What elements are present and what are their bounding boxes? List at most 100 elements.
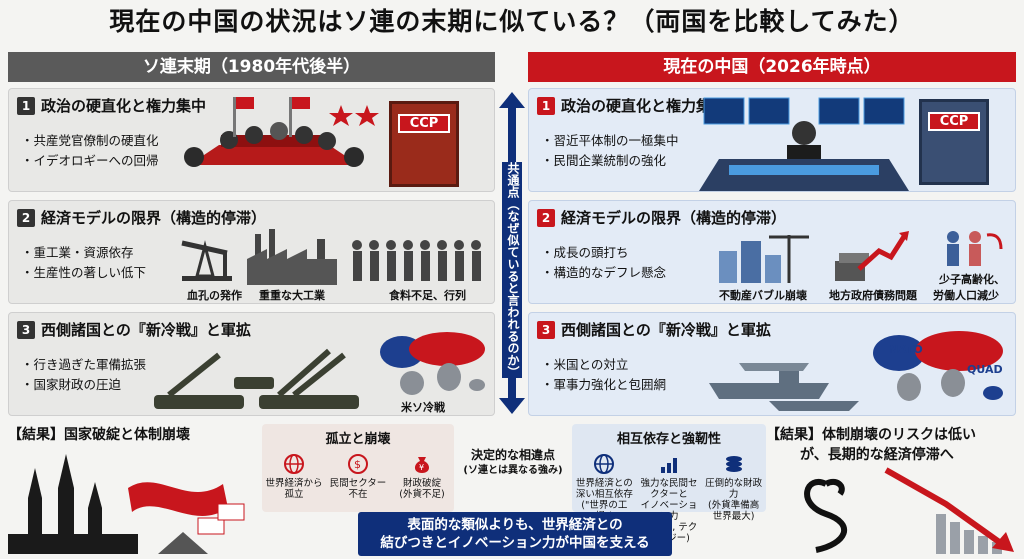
oil-pump-icon xyxy=(181,240,232,281)
building-crane-icon xyxy=(719,235,809,283)
bread-queue-icon xyxy=(352,240,481,281)
money-icon: $ xyxy=(348,454,368,474)
china-economy-panel: 2 経済モデルの限界（構造的停滞） 成長の頭打ち 構造的なデフレ懸念 不動産バブ… xyxy=(528,200,1016,304)
caption: 重重な大工業 xyxy=(259,289,325,302)
caption: 食料不足、行列 xyxy=(389,289,466,302)
item-label: 深い相互依存 xyxy=(575,489,633,500)
panel-title: 3 西側諸国との『新冷戦』と軍拡 xyxy=(17,319,251,340)
china-header: 現在の中国（2026年時点） xyxy=(528,52,1016,82)
bullet-item: 行き過ぎた軍備拡張 xyxy=(21,355,147,375)
dragon-decline-illustration xyxy=(804,467,1014,554)
svg-text:¥: ¥ xyxy=(419,463,424,472)
coins-icon xyxy=(725,456,742,472)
bullet-item: 成長の頭打ち xyxy=(541,243,666,263)
conclusion-line: 表面的な類似よりも、世界経済との xyxy=(407,517,623,533)
door-illustration: CCP xyxy=(389,101,459,187)
item-label: 世界最大) xyxy=(712,511,755,522)
decisive-difference: 決定的な相違点 (ソ連とは異なる強み) xyxy=(456,448,570,478)
globe-icon xyxy=(284,454,304,474)
panel-title: 1 政治の硬直化と権力集中 xyxy=(17,95,206,116)
result-title: 【結果】体制崩壊のリスクは低い xyxy=(766,427,976,443)
globe-icon xyxy=(594,454,615,474)
bullet-list: 米国との対立 軍事力強化と包囲網 xyxy=(541,355,667,395)
box-title: 孤立と崩壊 xyxy=(325,432,391,447)
common-points-label: 共通点（なぜ似ていると言われるのか） xyxy=(502,162,522,378)
panel-heading: 経済モデルの限界（構造的停滞） xyxy=(41,209,267,227)
door-illustration: CCP xyxy=(919,99,989,185)
missile-launcher-icon xyxy=(154,348,359,409)
panel-number: 1 xyxy=(537,96,555,115)
item-label: 不在 xyxy=(348,489,368,500)
fiscal-collapse-item: ¥ 財政破綻 (外貨不足) xyxy=(392,453,452,500)
bullet-list: 行き過ぎた軍備拡張 国家財政の圧迫 xyxy=(21,355,147,395)
bullet-item: 構造的なデフレ懸念 xyxy=(541,263,667,283)
kremlin-collapse-illustration xyxy=(8,454,245,554)
item-label: 孤立 xyxy=(284,489,304,500)
bullet-list: 習近平体制の一極集中 民間企業統制の強化 xyxy=(541,131,679,171)
item-label: 圧倒的な財政力 xyxy=(705,478,763,500)
control-room-illustration xyxy=(699,97,909,191)
decisive-subtitle: (ソ連とは異なる強み) xyxy=(463,465,563,476)
item-label: 民間セクター xyxy=(329,478,387,489)
panel-title: 3 西側諸国との『新冷戦』と軍拡 xyxy=(537,319,771,340)
bullet-item: 国家財政の圧迫 xyxy=(21,375,146,395)
panel-heading: 政治の硬直化と権力集中 xyxy=(561,97,727,115)
panel-number: 2 xyxy=(17,208,35,227)
bullet-item: 民間企業統制の強化 xyxy=(541,151,679,171)
panel-heading: 西側諸国との『新冷戦』と軍拡 xyxy=(561,321,771,339)
panel-number: 1 xyxy=(17,96,35,115)
panel-heading: 西側諸国との『新冷戦』と軍拡 xyxy=(41,321,251,339)
box-title: 相互依存と強靭性 xyxy=(616,432,721,447)
item-label: 世界経済から xyxy=(265,478,323,489)
moneybag-icon: ¥ xyxy=(414,457,430,473)
isolation-collapse-box: 孤立と崩壊 世界経済から 孤立 $ 民間セクター 不在 ¥ 財政破綻 (外貨不足… xyxy=(262,424,454,512)
caption: 少子高齢化、 xyxy=(939,273,1005,286)
svg-text:$: $ xyxy=(354,458,361,471)
conclusion-banner: 表面的な類似よりも、世界経済との 結びつきとイノベーション力が中国を支える xyxy=(358,512,672,556)
panel-number: 2 xyxy=(537,208,555,227)
caption: 血孔の発作 xyxy=(187,289,242,302)
bullet-list: 重工業・資源依存 生産性の著しい低下 xyxy=(21,243,147,283)
politburo-meeting-illustration xyxy=(184,97,379,167)
soviet-economy-panel: 2 経済モデルの限界（構造的停滞） 重工業・資源依存 生産性の著しい低下 血孔の… xyxy=(8,200,495,304)
growth-chart-icon xyxy=(660,458,677,473)
soviet-politics-panel: 1 政治の硬直化と権力集中 共産党官僚制の硬直化 イデオロギーへの回帰 CCP xyxy=(8,88,495,192)
ccp-sign: CCP xyxy=(398,114,450,133)
item-label: 財政破綻 xyxy=(402,478,441,489)
panel-title: 1 政治の硬直化と権力集中 xyxy=(537,95,726,116)
world-map-icon xyxy=(873,331,1003,401)
isolation-item: 世界経済から 孤立 xyxy=(264,453,324,500)
bullet-item: 軍事力強化と包囲網 xyxy=(541,375,667,395)
item-label: 強力な民間セクターと xyxy=(640,478,698,500)
panel-title: 2 経済モデルの限界（構造的停滞） xyxy=(537,207,786,228)
panel-heading: 経済モデルの限界（構造的停滞） xyxy=(561,209,787,227)
navy-fleet-icon xyxy=(709,363,859,411)
caption: 不動産バブル崩壊 xyxy=(719,289,807,302)
item-label: (外貨不足) xyxy=(399,489,445,500)
bullet-item: 習近平体制の一極集中 xyxy=(541,131,679,151)
item-label: 世界経済との xyxy=(575,478,633,489)
panel-number: 3 xyxy=(17,320,35,339)
ccp-sign: CCP xyxy=(928,112,980,131)
panel-heading: 政治の硬直化と権力集中 xyxy=(41,97,207,115)
soviet-result: 【結果】国家破綻と体制崩壊 xyxy=(8,424,258,554)
world-map-icon xyxy=(380,332,485,395)
bullet-list: 成長の頭打ち 構造的なデフレ懸念 xyxy=(541,243,667,283)
panel-title: 2 経済モデルの限界（構造的停滞） xyxy=(17,207,266,228)
debt-arrow-icon xyxy=(835,231,909,281)
fiscal-strength-item: 圧倒的な財政力 (外貨準備高 世界最大) xyxy=(704,453,764,544)
icon-row: 世界経済から 孤立 $ 民間セクター 不在 ¥ 財政破綻 (外貨不足) xyxy=(262,453,454,500)
decisive-title: 決定的な相違点 xyxy=(470,448,555,462)
item-label: (外貨準備高 xyxy=(708,500,760,511)
bullet-item: 共産党官僚制の硬直化 xyxy=(21,131,159,151)
factory-icon xyxy=(247,229,337,285)
interdependence-box: 相互依存と強靭性 世界経済との 深い相互依存 ("世界の工場") 強力な民間セク… xyxy=(572,424,766,544)
page-title: 現在の中国の状況はソ連の末期に似ている？（両国を比較してみた） xyxy=(109,7,915,36)
caption: 労働人口減少 xyxy=(933,289,999,302)
result-title: 【結果】国家破綻と体制崩壊 xyxy=(8,427,190,443)
private-sector-item: $ 民間セクター 不在 xyxy=(328,453,388,500)
china-politics-panel: 1 政治の硬直化と権力集中 習近平体制の一極集中 民間企業統制の強化 CCP xyxy=(528,88,1016,192)
bullet-item: 米国との対立 xyxy=(541,355,666,375)
china-result: 【結果】体制崩壊のリスクは低い が、長期的な経済停滞へ xyxy=(766,424,1018,554)
nato-label: NATO xyxy=(889,343,923,356)
